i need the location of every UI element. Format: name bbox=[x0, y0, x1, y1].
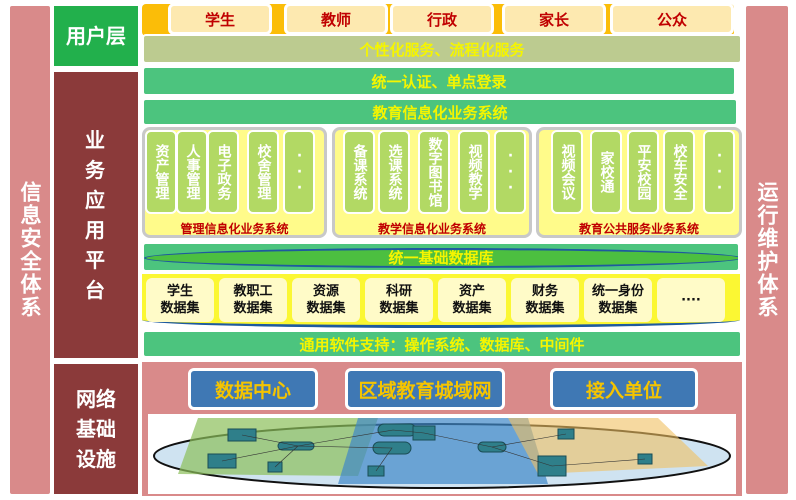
software-bar: 通用软件支持：操作系统、数据库、中间件 bbox=[142, 330, 742, 358]
subsystem-group-label: 教育公共服务业务系统 bbox=[578, 222, 699, 236]
user-4[interactable]: 家长 bbox=[502, 3, 606, 35]
app-platform-label: 业务应用平台 bbox=[52, 70, 140, 360]
unified-auth-bar: 统一认证、单点登录 bbox=[142, 66, 736, 96]
subsystem-item[interactable]: 视频会议 bbox=[551, 130, 583, 214]
subsystem-item[interactable]: 校舍管理 bbox=[247, 130, 279, 214]
operations-system-column: 运行维护体系 bbox=[744, 4, 790, 496]
subsystem-item[interactable]: 选课系统 bbox=[378, 130, 410, 214]
network-button-3[interactable]: 接入单位 bbox=[550, 368, 698, 410]
subsystem-item[interactable]: 视频教学 bbox=[458, 130, 490, 214]
user-5[interactable]: 公众 bbox=[610, 3, 734, 35]
user-layer-label: 用户层 bbox=[52, 4, 140, 68]
subsystem-group-label: 管理信息化业务系统 bbox=[180, 222, 289, 236]
subsystem-item[interactable]: 备课系统 bbox=[343, 130, 375, 214]
database-bar: 统一基础数据库 bbox=[142, 242, 740, 272]
edu-system-bar: 教育信息化业务系统 bbox=[142, 98, 738, 126]
dataset-5[interactable]: 资产 数据集 bbox=[438, 278, 506, 322]
database-ellipse bbox=[144, 248, 738, 268]
dataset-7[interactable]: 统一身份 数据集 bbox=[584, 278, 652, 322]
user-3[interactable]: 行政 bbox=[390, 3, 494, 35]
subsystem-group-label: 教学信息化业务系统 bbox=[377, 222, 486, 236]
subsystem-item[interactable]: 资产管理 bbox=[145, 130, 177, 214]
subsystem-item[interactable]: 数字图书馆 bbox=[418, 130, 450, 214]
dataset-6[interactable]: 财务 数据集 bbox=[511, 278, 579, 322]
dataset-1[interactable]: 学生 数据集 bbox=[146, 278, 214, 322]
network-button-2[interactable]: 区域教育城域网 bbox=[345, 368, 505, 410]
subsystem-item[interactable]: 电子政务 bbox=[207, 130, 239, 214]
subsystem-item[interactable]: ··· bbox=[494, 130, 526, 214]
dataset-8[interactable]: ···· bbox=[657, 278, 725, 322]
dataset-2[interactable]: 教职工 数据集 bbox=[219, 278, 287, 322]
network-layer-label: 网络基础设施 bbox=[52, 362, 140, 496]
user-1[interactable]: 学生 bbox=[168, 3, 272, 35]
user-2[interactable]: 教师 bbox=[284, 3, 388, 35]
dataset-4[interactable]: 科研 数据集 bbox=[365, 278, 433, 322]
dataset-3[interactable]: 资源 数据集 bbox=[292, 278, 360, 322]
database-label: 统一基础数据库 bbox=[388, 248, 494, 267]
subsystem-item[interactable]: 家校通 bbox=[590, 130, 622, 214]
network-button-1[interactable]: 数据中心 bbox=[188, 368, 318, 410]
network-illustration bbox=[148, 414, 736, 494]
subsystem-item[interactable]: 人事管理 bbox=[176, 130, 208, 214]
subsystem-item[interactable]: ··· bbox=[703, 130, 735, 214]
subsystem-item[interactable]: 校车安全 bbox=[663, 130, 695, 214]
subsystem-item[interactable]: ··· bbox=[283, 130, 315, 214]
subsystem-item[interactable]: 平安校园 bbox=[627, 130, 659, 214]
security-system-column: 信息安全体系 bbox=[8, 4, 52, 496]
personal-service-bar: 个性化服务、流程化服务 bbox=[142, 34, 742, 64]
